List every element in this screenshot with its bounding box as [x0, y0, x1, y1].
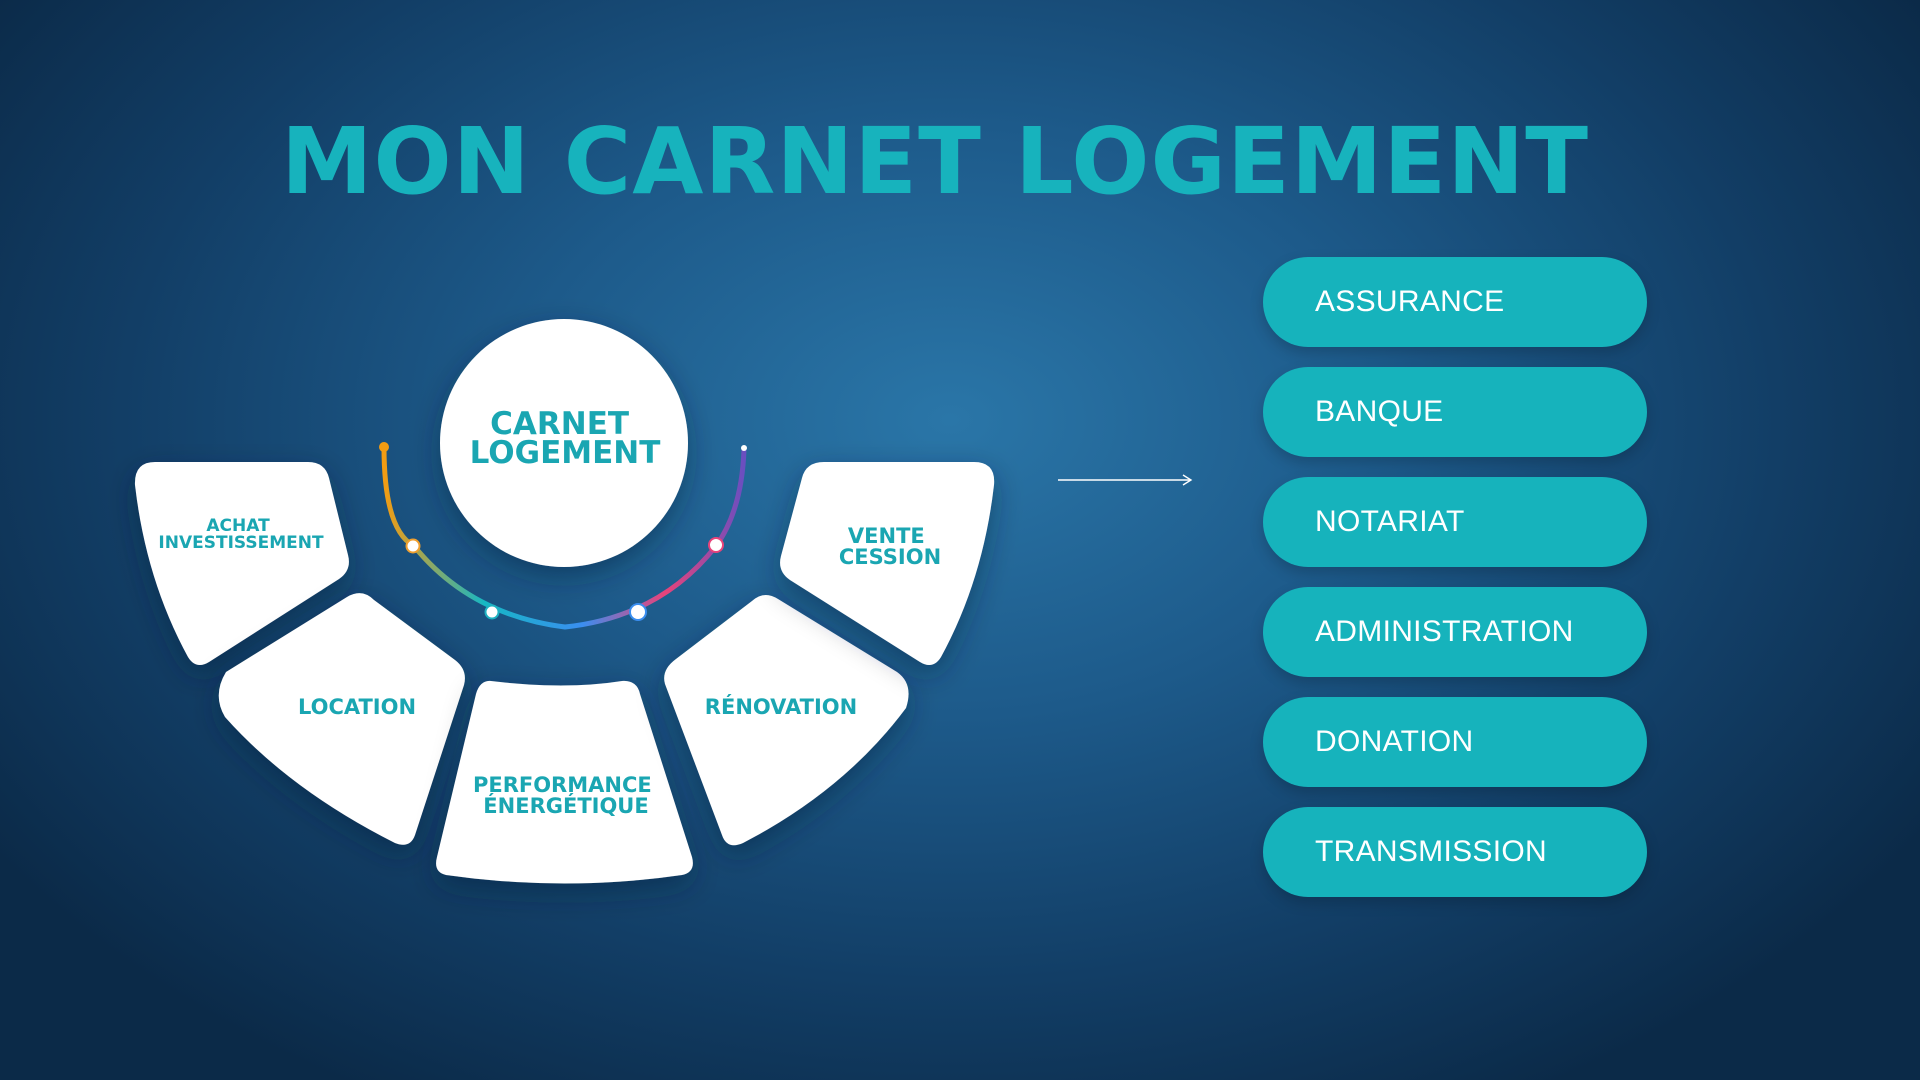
segment-renovation[interactable]: RÉNOVATION — [664, 594, 909, 846]
partner-transmission[interactable]: TRANSMISSION — [1263, 807, 1647, 897]
center-label: CARNET LOGEMENT — [470, 406, 661, 471]
partner-label: DONATION — [1315, 725, 1474, 758]
arc-node-3 — [629, 603, 647, 621]
progress-arc — [381, 444, 747, 630]
partner-label: NOTARIAT — [1315, 505, 1465, 538]
partner-label: BANQUE — [1315, 395, 1444, 428]
segment-renovation-label: RÉNOVATION — [705, 694, 857, 719]
partner-donation[interactable]: DONATION — [1263, 697, 1647, 787]
segment-performance[interactable]: PERFORMANCE ÉNERGÉTIQUE — [436, 680, 693, 884]
partner-banque[interactable]: BANQUE — [1263, 367, 1647, 457]
center-circle: CARNET LOGEMENT — [440, 319, 688, 567]
segment-performance-label: PERFORMANCE ÉNERGÉTIQUE — [473, 773, 659, 818]
partner-notariat[interactable]: NOTARIAT — [1263, 477, 1647, 567]
arc-start-dot — [379, 442, 389, 452]
arc-node-1 — [405, 538, 421, 554]
partner-label: TRANSMISSION — [1315, 835, 1547, 868]
partner-list: ASSURANCE BANQUE NOTARIAT ADMINISTRATION… — [1263, 257, 1647, 917]
segment-location-label: LOCATION — [298, 695, 416, 719]
connector-arrow — [1058, 474, 1193, 486]
arc-node-2 — [484, 604, 500, 620]
segment-vente[interactable]: VENTE CESSION — [780, 462, 995, 666]
segment-achat[interactable]: ACHAT INVESTISSEMENT — [134, 462, 349, 666]
partner-assurance[interactable]: ASSURANCE — [1263, 257, 1647, 347]
partner-administration[interactable]: ADMINISTRATION — [1263, 587, 1647, 677]
segment-vente-label: VENTE CESSION — [839, 524, 941, 569]
partner-label: ASSURANCE — [1315, 285, 1505, 318]
partner-label: ADMINISTRATION — [1315, 615, 1574, 648]
arc-end-dot — [741, 445, 747, 451]
page-title: MON CARNET LOGEMENT — [280, 108, 1590, 215]
arc-node-4 — [708, 537, 724, 553]
segment-location[interactable]: LOCATION — [218, 593, 465, 845]
segment-achat-label: ACHAT INVESTISSEMENT — [158, 516, 324, 553]
